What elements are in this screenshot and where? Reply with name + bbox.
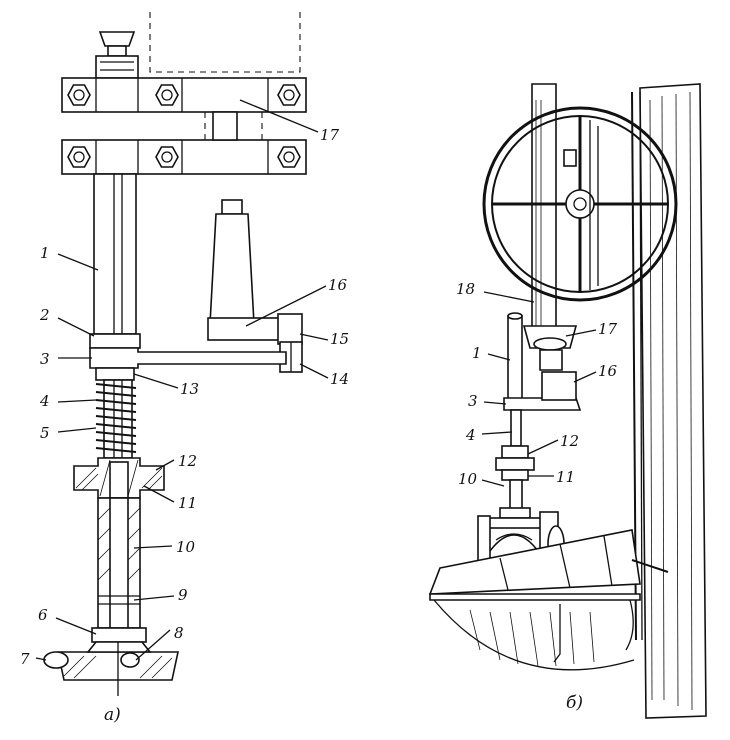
leaders-a — [35, 99, 329, 661]
upper-outline-dashed — [149, 12, 301, 73]
top-cap — [95, 31, 139, 79]
label-a-15: 15 — [330, 330, 349, 348]
taper-spindle-16 — [207, 199, 303, 373]
leaders-b — [481, 291, 597, 487]
clamp-17 — [522, 325, 578, 371]
arm-b-3 — [503, 371, 582, 411]
figure-a: 1 2 3 4 5 6 7 8 9 10 11 12 13 14 15 16 1… — [20, 12, 349, 725]
shaft-b — [495, 409, 535, 519]
label-b-12: 12 — [560, 432, 579, 450]
upper-clamp-bar — [61, 77, 307, 113]
coupling-12 — [73, 457, 165, 499]
handwheel — [482, 106, 678, 302]
arm-3 — [89, 347, 287, 369]
wall-column — [631, 83, 707, 719]
label-b-10: 10 — [458, 470, 478, 488]
label-a-5: 5 — [40, 424, 50, 442]
column-b-1 — [507, 312, 523, 403]
label-b-16: 16 — [598, 362, 618, 380]
label-a-13: 13 — [180, 380, 199, 398]
label-a-12: 12 — [178, 452, 197, 470]
label-b-4: 4 — [465, 426, 476, 444]
clamp-nuts — [67, 84, 301, 168]
lower-clamp-bar — [61, 139, 307, 175]
label-b-11: 11 — [556, 468, 575, 486]
label-a-11: 11 — [178, 494, 197, 512]
caption-b: б) — [566, 693, 583, 713]
label-a-7: 7 — [20, 650, 30, 668]
label-a-9: 9 — [178, 586, 188, 604]
label-a-4: 4 — [39, 392, 50, 410]
label-b-17: 17 — [598, 320, 618, 338]
label-a-10: 10 — [176, 538, 196, 556]
label-a-1: 1 — [40, 244, 50, 262]
label-a-2: 2 — [39, 306, 50, 324]
label-a-14: 14 — [330, 370, 349, 388]
label-b-18: 18 — [456, 280, 475, 298]
bottom-cap — [43, 627, 179, 696]
collar-2 — [89, 333, 141, 349]
spring-4 — [95, 379, 137, 459]
label-b-3: 3 — [468, 392, 478, 410]
label-b-1: 1 — [472, 344, 482, 362]
bench-plate — [428, 529, 669, 671]
column-1 — [93, 173, 137, 335]
caption-a: а) — [104, 705, 121, 725]
figure-b: 18 17 1 16 3 4 12 10 11 б) — [428, 83, 707, 719]
label-a-6: 6 — [38, 606, 48, 624]
label-a-8: 8 — [174, 624, 184, 642]
pipe-segment — [212, 111, 238, 141]
label-a-3: 3 — [40, 350, 50, 368]
label-a-16: 16 — [328, 276, 348, 294]
label-a-17: 17 — [320, 126, 340, 144]
extension-10 — [97, 497, 141, 629]
nut-13 — [95, 367, 135, 381]
